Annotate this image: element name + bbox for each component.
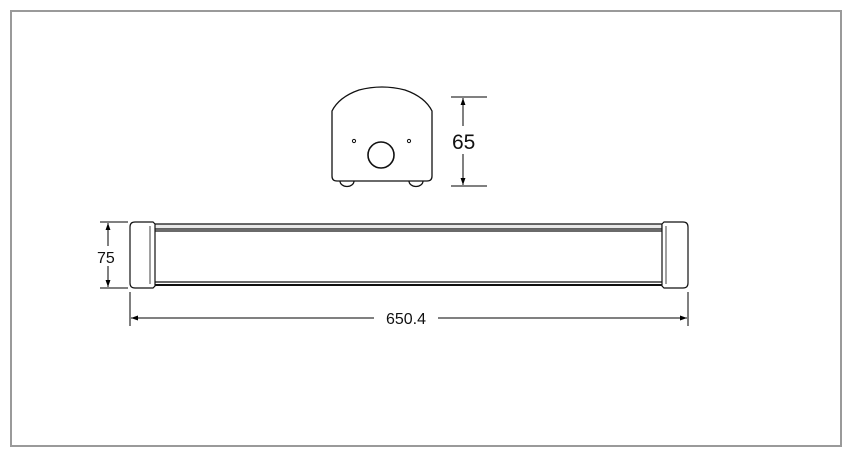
end-cap-right — [661, 221, 689, 289]
label-background — [95, 246, 123, 266]
dim-label-650: 650.4 — [386, 311, 426, 328]
foot-left — [339, 180, 355, 188]
dim-overall-length — [129, 292, 689, 327]
end-view — [331, 86, 433, 188]
end-view-outline — [331, 86, 433, 182]
label-background — [374, 309, 438, 327]
side-view — [129, 221, 689, 289]
dim-label-65: 65 — [452, 131, 475, 154]
dim-end-height — [450, 96, 487, 187]
lens-hole — [367, 141, 395, 169]
end-cap-left — [129, 221, 156, 289]
label-background — [450, 126, 480, 154]
screw-hole-right — [406, 138, 412, 144]
dim-label-75: 75 — [97, 250, 115, 267]
screw-hole-left — [351, 138, 357, 144]
foot-right — [408, 180, 424, 188]
dim-side-height — [95, 221, 128, 289]
drawing-frame — [10, 10, 842, 447]
body-top-band — [153, 223, 663, 230]
